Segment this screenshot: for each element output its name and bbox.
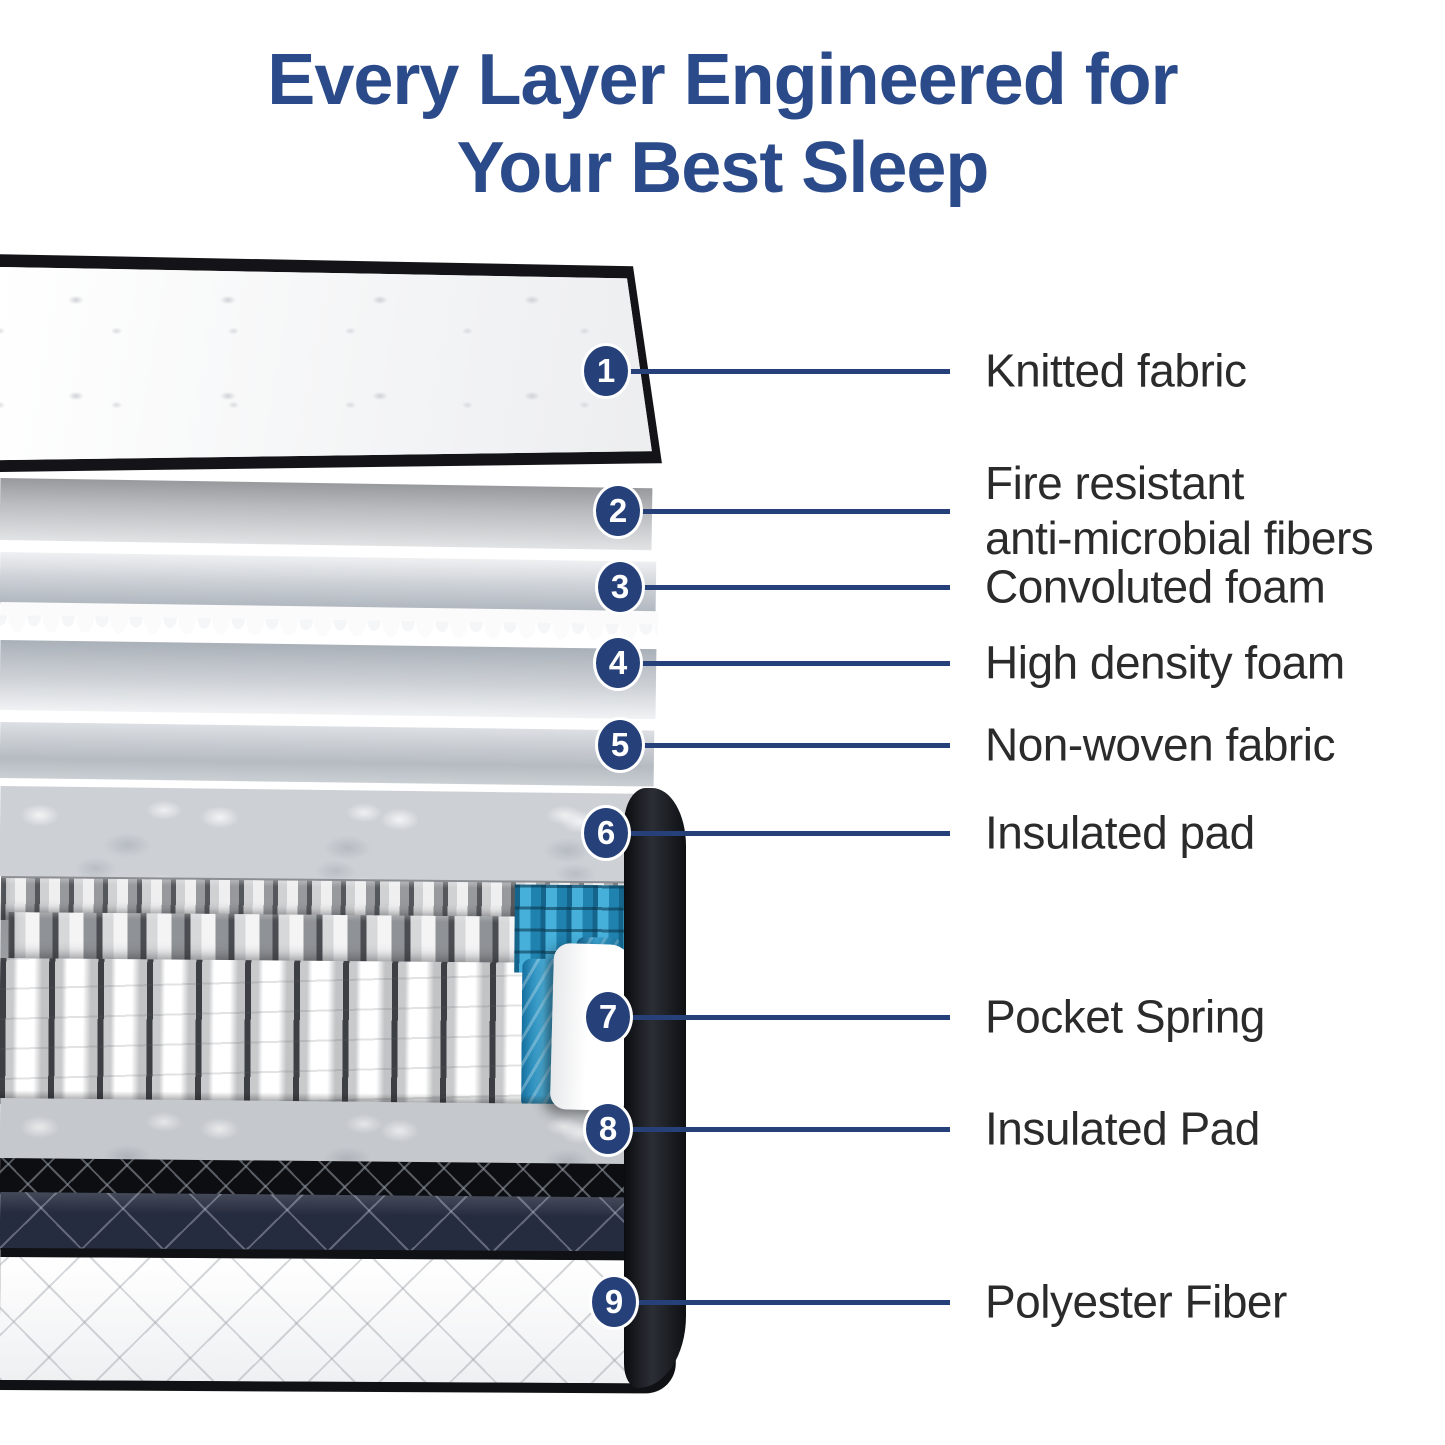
layer-non-woven-fabric [0,722,655,787]
layer-insulated-pad-top [0,786,653,884]
layer-pocket-springs [0,876,643,1110]
layer-knitted-fabric-quilt [0,266,652,461]
base-navy-quilted-band [0,1192,657,1256]
layer-polyester-fiber-base [0,1248,677,1394]
page-title-line2: Your Best Sleep [456,128,990,208]
base-white-quilt [0,1257,665,1384]
layer-insulated-pad-bottom [0,1098,649,1167]
layer-knitted-fabric [0,252,672,472]
layer-fire-resistant-fibers [0,478,653,551]
white-divider-card [549,943,633,1111]
page-title-line1: Every Layer Engineered for [267,40,1178,120]
mattress-corner-edge [624,788,686,1388]
layer-high-density-foam [0,640,657,720]
